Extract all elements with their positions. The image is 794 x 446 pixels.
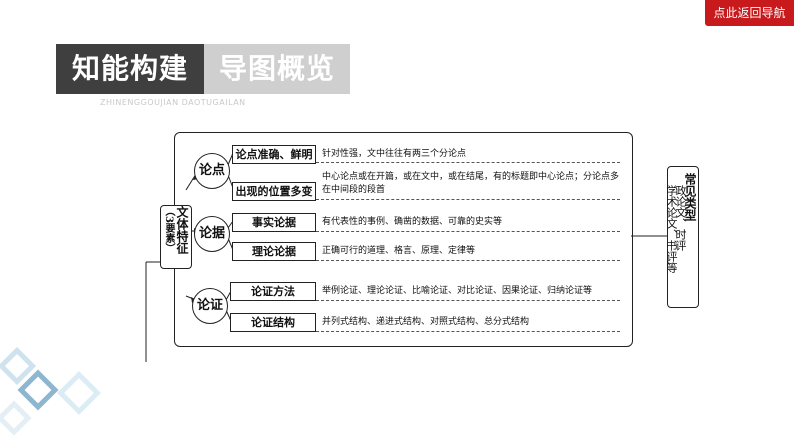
banner-subtitle: ZHINENGGOUJIAN DAOTUGAILAN	[100, 98, 246, 107]
divider	[316, 300, 620, 301]
reasoning-structure-desc: 并列式结构、递进式结构、对照式结构、总分式结构	[322, 317, 530, 327]
divider	[316, 199, 620, 200]
theory-evidence-desc: 正确可行的道理、格言、原理、定律等	[322, 246, 476, 256]
reasoning-method-box: 论证方法	[230, 282, 316, 301]
theory-evidence-box: 理论论据	[232, 242, 316, 261]
common-types-line2: 学术论文、书评等	[665, 185, 678, 273]
common-types-title: 常见类型	[683, 173, 697, 221]
argument-clear-desc: 针对性强，文中往往有两三个分论点	[322, 149, 467, 159]
text-features-count: （3要素）	[163, 206, 174, 253]
text-features-title: 文体特征	[175, 206, 189, 254]
mindmap-frame	[174, 132, 633, 347]
group-reasoning-circle: 论证	[192, 288, 228, 324]
reasoning-method-desc: 举例论证、理论论证、比喻论证、对比论证、因果论证、归纳论证等	[322, 286, 593, 296]
fact-evidence-desc: 有代表性的事例、确凿的数据、可靠的史实等	[322, 217, 503, 227]
divider	[316, 162, 620, 163]
common-types-label: 常见类型 政论文、时评 学术论文、书评等	[665, 166, 699, 308]
text-features-label: 文体特征 （3要素）	[160, 205, 192, 269]
banner-title-left: 知能构建	[56, 44, 204, 94]
divider	[316, 331, 620, 332]
common-types-line1: 政论文、时评	[674, 185, 687, 251]
divider	[316, 260, 620, 261]
argument-position-box: 出现的位置多变	[232, 182, 316, 201]
argument-position-desc: 中心论点或在开篇，或在文中，或在结尾，有的标题即中心论点；分论点多在中间段的段首	[322, 172, 620, 195]
argument-clear-box: 论点准确、鲜明	[232, 145, 316, 164]
divider	[316, 231, 620, 232]
reasoning-structure-box: 论证结构	[230, 313, 316, 332]
fact-evidence-box: 事实论据	[232, 213, 316, 232]
group-evidence-circle: 论据	[194, 216, 230, 252]
back-to-nav-button[interactable]: 点此返回导航	[705, 0, 794, 26]
group-argument-circle: 论点	[194, 153, 230, 189]
banner-title-right: 导图概览	[204, 44, 350, 94]
